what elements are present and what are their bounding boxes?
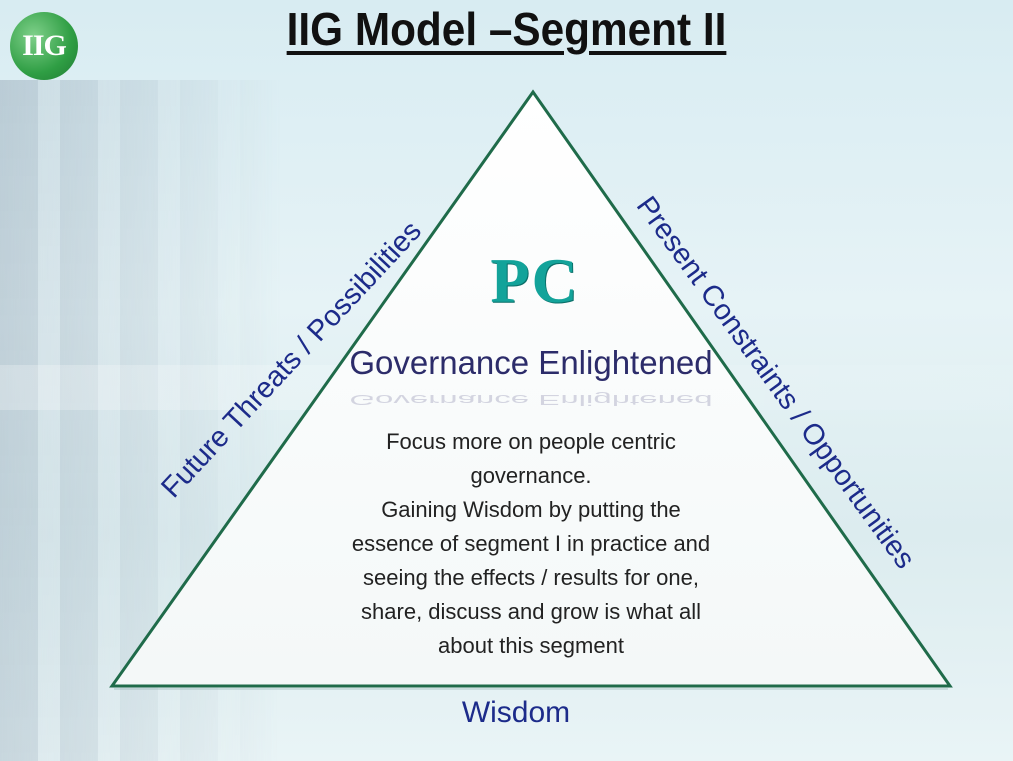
description-line: seeing the effects / results for one,: [363, 565, 699, 590]
description-line: Focus more on people centric: [386, 429, 676, 454]
page-title: IIG Model –Segment II: [286, 3, 727, 55]
pc-center-label: PC: [490, 245, 580, 316]
governance-heading: Governance Enlightened: [349, 344, 713, 381]
description-text: Focus more on people centric governance.…: [321, 425, 741, 663]
description-line: governance.: [470, 463, 592, 488]
description-line: share, discuss and grow is what all: [361, 599, 701, 624]
governance-heading-reflection: Governance Enlightened: [349, 391, 713, 409]
description-line: about this segment: [438, 633, 624, 658]
base-label: Wisdom: [461, 696, 571, 729]
iig-logo: IIG: [10, 12, 78, 80]
triangle-shape: [109, 89, 953, 688]
description-line: Gaining Wisdom by putting the: [381, 497, 681, 522]
description-line: essence of segment I in practice and: [351, 531, 711, 556]
